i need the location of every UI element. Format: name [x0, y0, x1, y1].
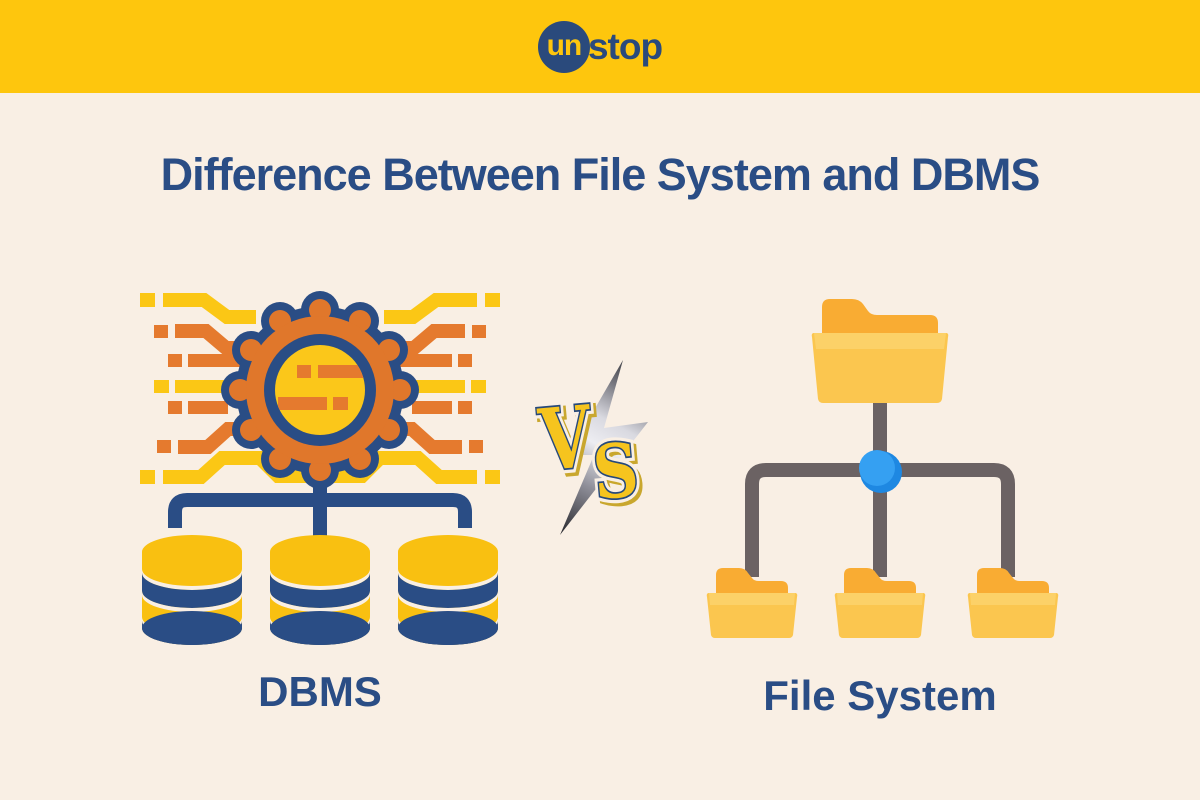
dbms-gear-database-icon: [130, 280, 510, 645]
database-cylinders: [142, 535, 498, 645]
file-system-folder-tree-icon: [706, 299, 1059, 638]
vs-lightning-bolt-icon: V V V S S S: [530, 360, 649, 535]
child-folders: [706, 568, 1059, 638]
database-cylinder: [142, 535, 242, 645]
gear-icon: [221, 291, 419, 489]
parent-folder-icon: [811, 299, 949, 403]
child-folder-icon: [834, 568, 926, 638]
logo-suffix-text: stop: [587, 25, 663, 67]
header-band: un stop: [0, 0, 1200, 93]
page-title: Difference Between File System and DBMS: [160, 149, 1041, 200]
logo-circle: un: [537, 20, 590, 73]
svg-text:S: S: [590, 427, 642, 517]
logo-prefix-text: un: [546, 28, 583, 62]
lightning-bolt-shape: [560, 360, 648, 535]
unstop-logo: un stop: [537, 20, 663, 73]
network-node: [859, 450, 902, 493]
dbms-label: DBMS: [258, 668, 382, 715]
gear-center-dashes: [278, 365, 364, 410]
child-folder-icon: [706, 568, 798, 638]
svg-text:V: V: [535, 386, 597, 491]
child-folder-icon: [967, 568, 1059, 638]
vs-letter-s: S S S: [585, 422, 649, 525]
svg-text:S: S: [593, 431, 645, 521]
file-system-label: File System: [763, 672, 997, 719]
